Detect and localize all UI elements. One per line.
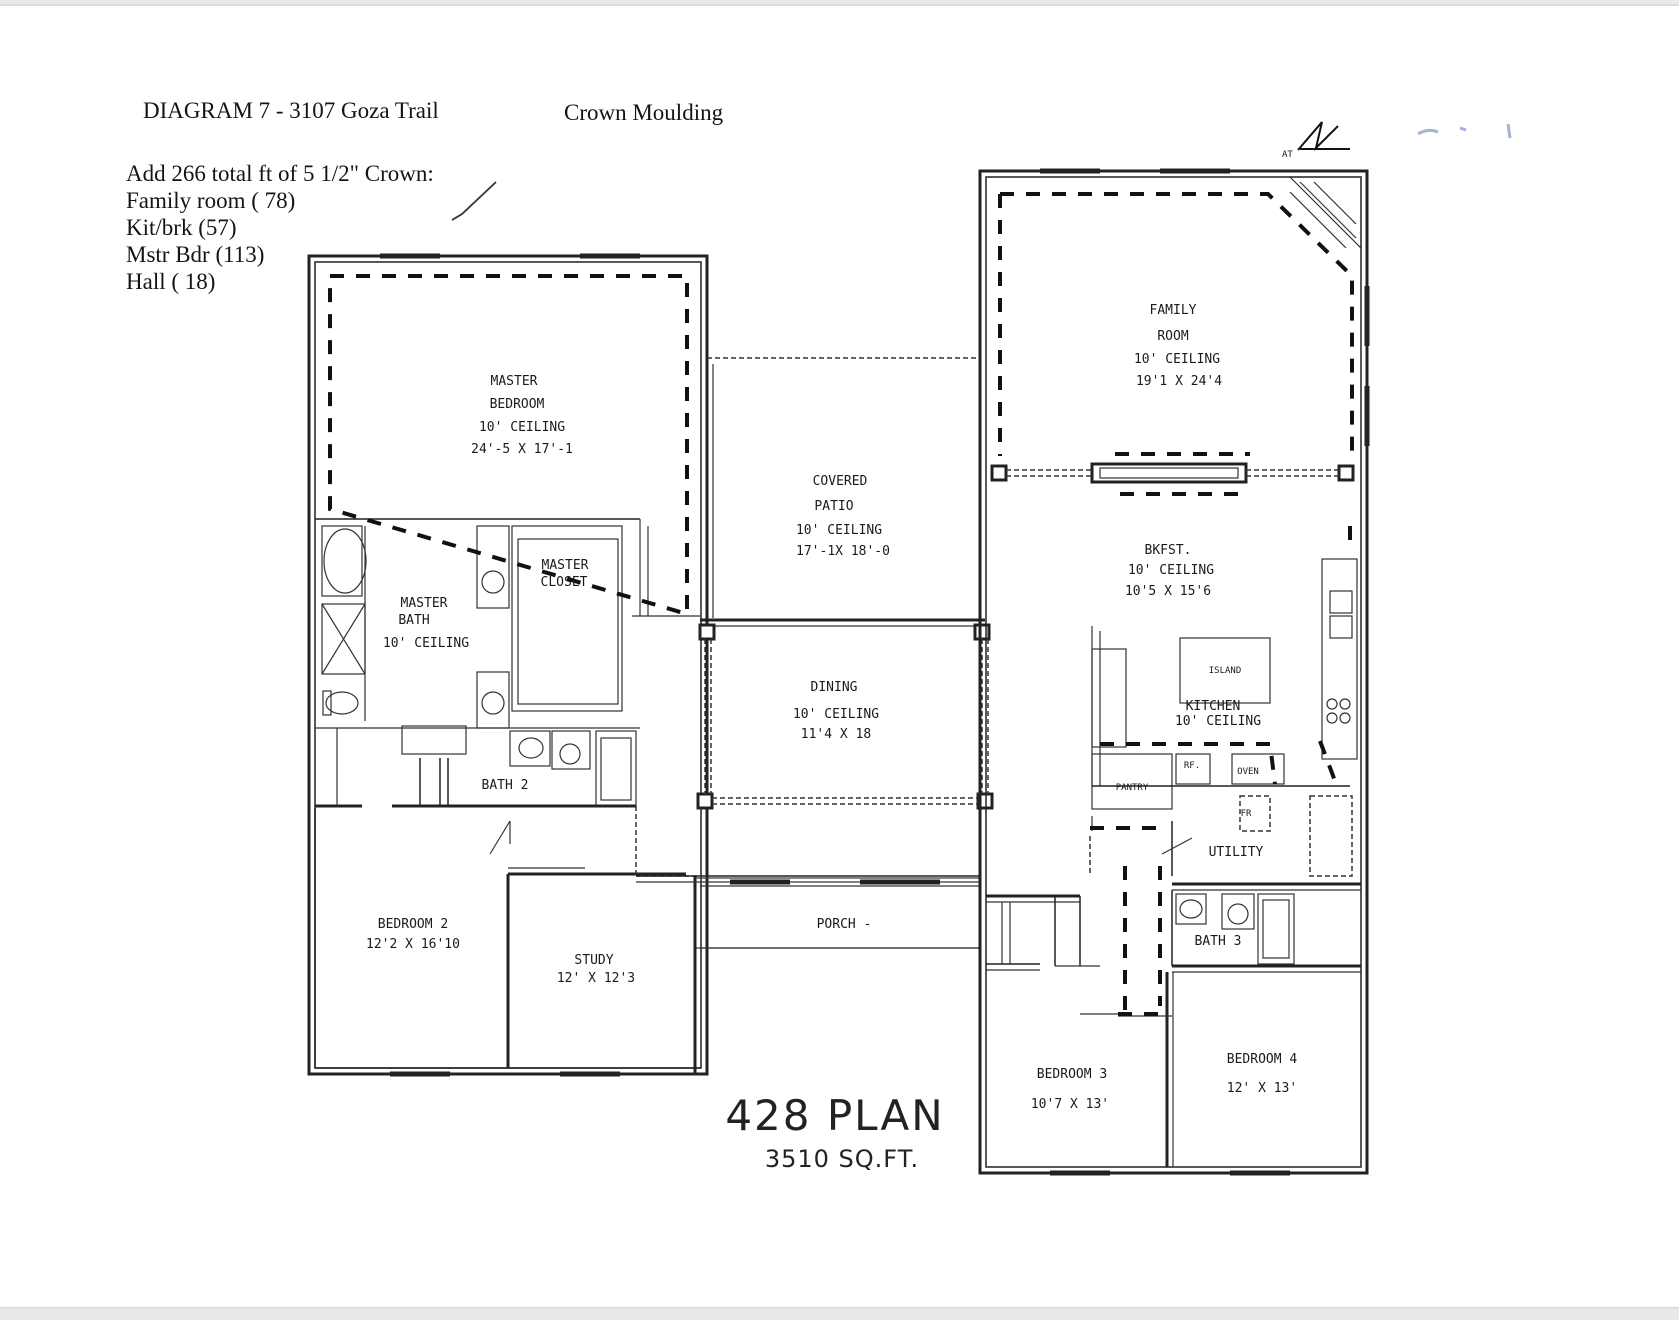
dining-size: 11'4 X 18 xyxy=(801,727,871,742)
oven-label: OVEN xyxy=(1237,767,1259,777)
room-labels: MASTER BEDROOM 10' CEILING 24'-5 X 17'-1… xyxy=(366,303,1297,1173)
dining-ceiling: 10' CEILING xyxy=(793,707,879,722)
bedroom2-name: BEDROOM 2 xyxy=(378,917,448,932)
family-room-ceiling: 10' CEILING xyxy=(1134,352,1220,367)
family-room-crown-line xyxy=(998,192,1354,496)
master-bedroom-name-line1: MASTER xyxy=(491,374,538,389)
covered-patio-name-line2: PATIO xyxy=(814,499,853,514)
plan-title: 428 PLAN xyxy=(725,1091,944,1140)
master-bath-ceiling: 10' CEILING xyxy=(383,636,469,651)
study-name: STUDY xyxy=(574,953,613,968)
floor-plan: AT xyxy=(307,121,1512,1176)
covered-patio-name-line1: COVERED xyxy=(813,474,868,489)
initials-text: AT xyxy=(1282,150,1293,160)
covered-patio-size: 17'-1X 18'-0 xyxy=(796,544,890,559)
signature-initials-mark xyxy=(1297,121,1350,152)
kitchen-ceiling: 10' CEILING xyxy=(1175,714,1261,729)
crown-note-kitchen-breakfast: Kit/brk (57) xyxy=(126,215,237,240)
bedroom3-name: BEDROOM 3 xyxy=(1037,1067,1107,1082)
crown-note-family-room: Family room ( 78) xyxy=(126,188,296,213)
refrigerator-label: RF. xyxy=(1184,761,1200,771)
crown-note-hall: Hall ( 18) xyxy=(126,269,216,294)
freezer-label: FR xyxy=(1241,809,1252,819)
right-wing-walls xyxy=(978,169,1369,1175)
family-room-name-line1: FAMILY xyxy=(1150,303,1197,318)
bedroom4-name: BEDROOM 4 xyxy=(1227,1052,1298,1067)
master-closet-name-line2: CLOSET xyxy=(541,575,588,590)
kitchen-name: KITCHEN xyxy=(1186,699,1241,714)
crown-note-heading: Add 266 total ft of 5 1/2" Crown: xyxy=(126,161,434,186)
bath2-label: BATH 2 xyxy=(482,778,529,793)
family-room-size: 19'1 X 24'4 xyxy=(1136,374,1222,389)
bedroom2-size: 12'2 X 16'10 xyxy=(366,937,460,952)
check-mark-icon xyxy=(451,181,497,221)
center-section xyxy=(315,357,994,1074)
window-marks xyxy=(380,168,1370,1176)
master-bath-name-line2: BATH xyxy=(398,613,429,628)
scope-title: Crown Moulding xyxy=(564,100,724,125)
family-room-name-line2: ROOM xyxy=(1157,329,1188,344)
breakfast-name: BKFST. xyxy=(1145,543,1192,558)
plan-area: 3510 SQ.FT. xyxy=(765,1145,919,1173)
hall-crown-line xyxy=(1118,866,1162,1016)
study-size: 12' X 12'3 xyxy=(557,971,635,986)
breakfast-ceiling: 10' CEILING xyxy=(1128,563,1214,578)
master-closet-name-line1: MASTER xyxy=(542,558,589,573)
crown-note-master-bedroom: Mstr Bdr (113) xyxy=(126,242,265,267)
diagram-title: DIAGRAM 7 - 3107 Goza Trail xyxy=(143,98,439,123)
left-wing-walls xyxy=(307,254,709,1076)
dining-name: DINING xyxy=(811,680,858,695)
covered-patio-ceiling: 10' CEILING xyxy=(796,523,882,538)
island-label: ISLAND xyxy=(1209,666,1242,676)
master-bath-name-line1: MASTER xyxy=(401,596,448,611)
kitchen-breakfast-crown-line xyxy=(1090,526,1352,830)
master-bedroom-size: 24'-5 X 17'-1 xyxy=(471,442,573,457)
master-bedroom-ceiling: 10' CEILING xyxy=(479,420,565,435)
utility-label: UTILITY xyxy=(1209,845,1264,860)
bath3-label: BATH 3 xyxy=(1195,934,1242,949)
bedroom3-size: 10'7 X 13' xyxy=(1031,1097,1109,1112)
bedroom4-size: 12' X 13' xyxy=(1227,1081,1297,1096)
pantry-label: PANTRY xyxy=(1116,783,1149,793)
master-bedroom-crown-line xyxy=(328,274,689,617)
master-bedroom-name-line2: BEDROOM xyxy=(490,397,545,412)
porch-label: PORCH - xyxy=(817,917,872,932)
faint-blue-marks xyxy=(1417,123,1512,139)
document-page: DIAGRAM 7 - 3107 Goza Trail Crown Mouldi… xyxy=(0,6,1679,1307)
breakfast-size: 10'5 X 15'6 xyxy=(1125,584,1211,599)
